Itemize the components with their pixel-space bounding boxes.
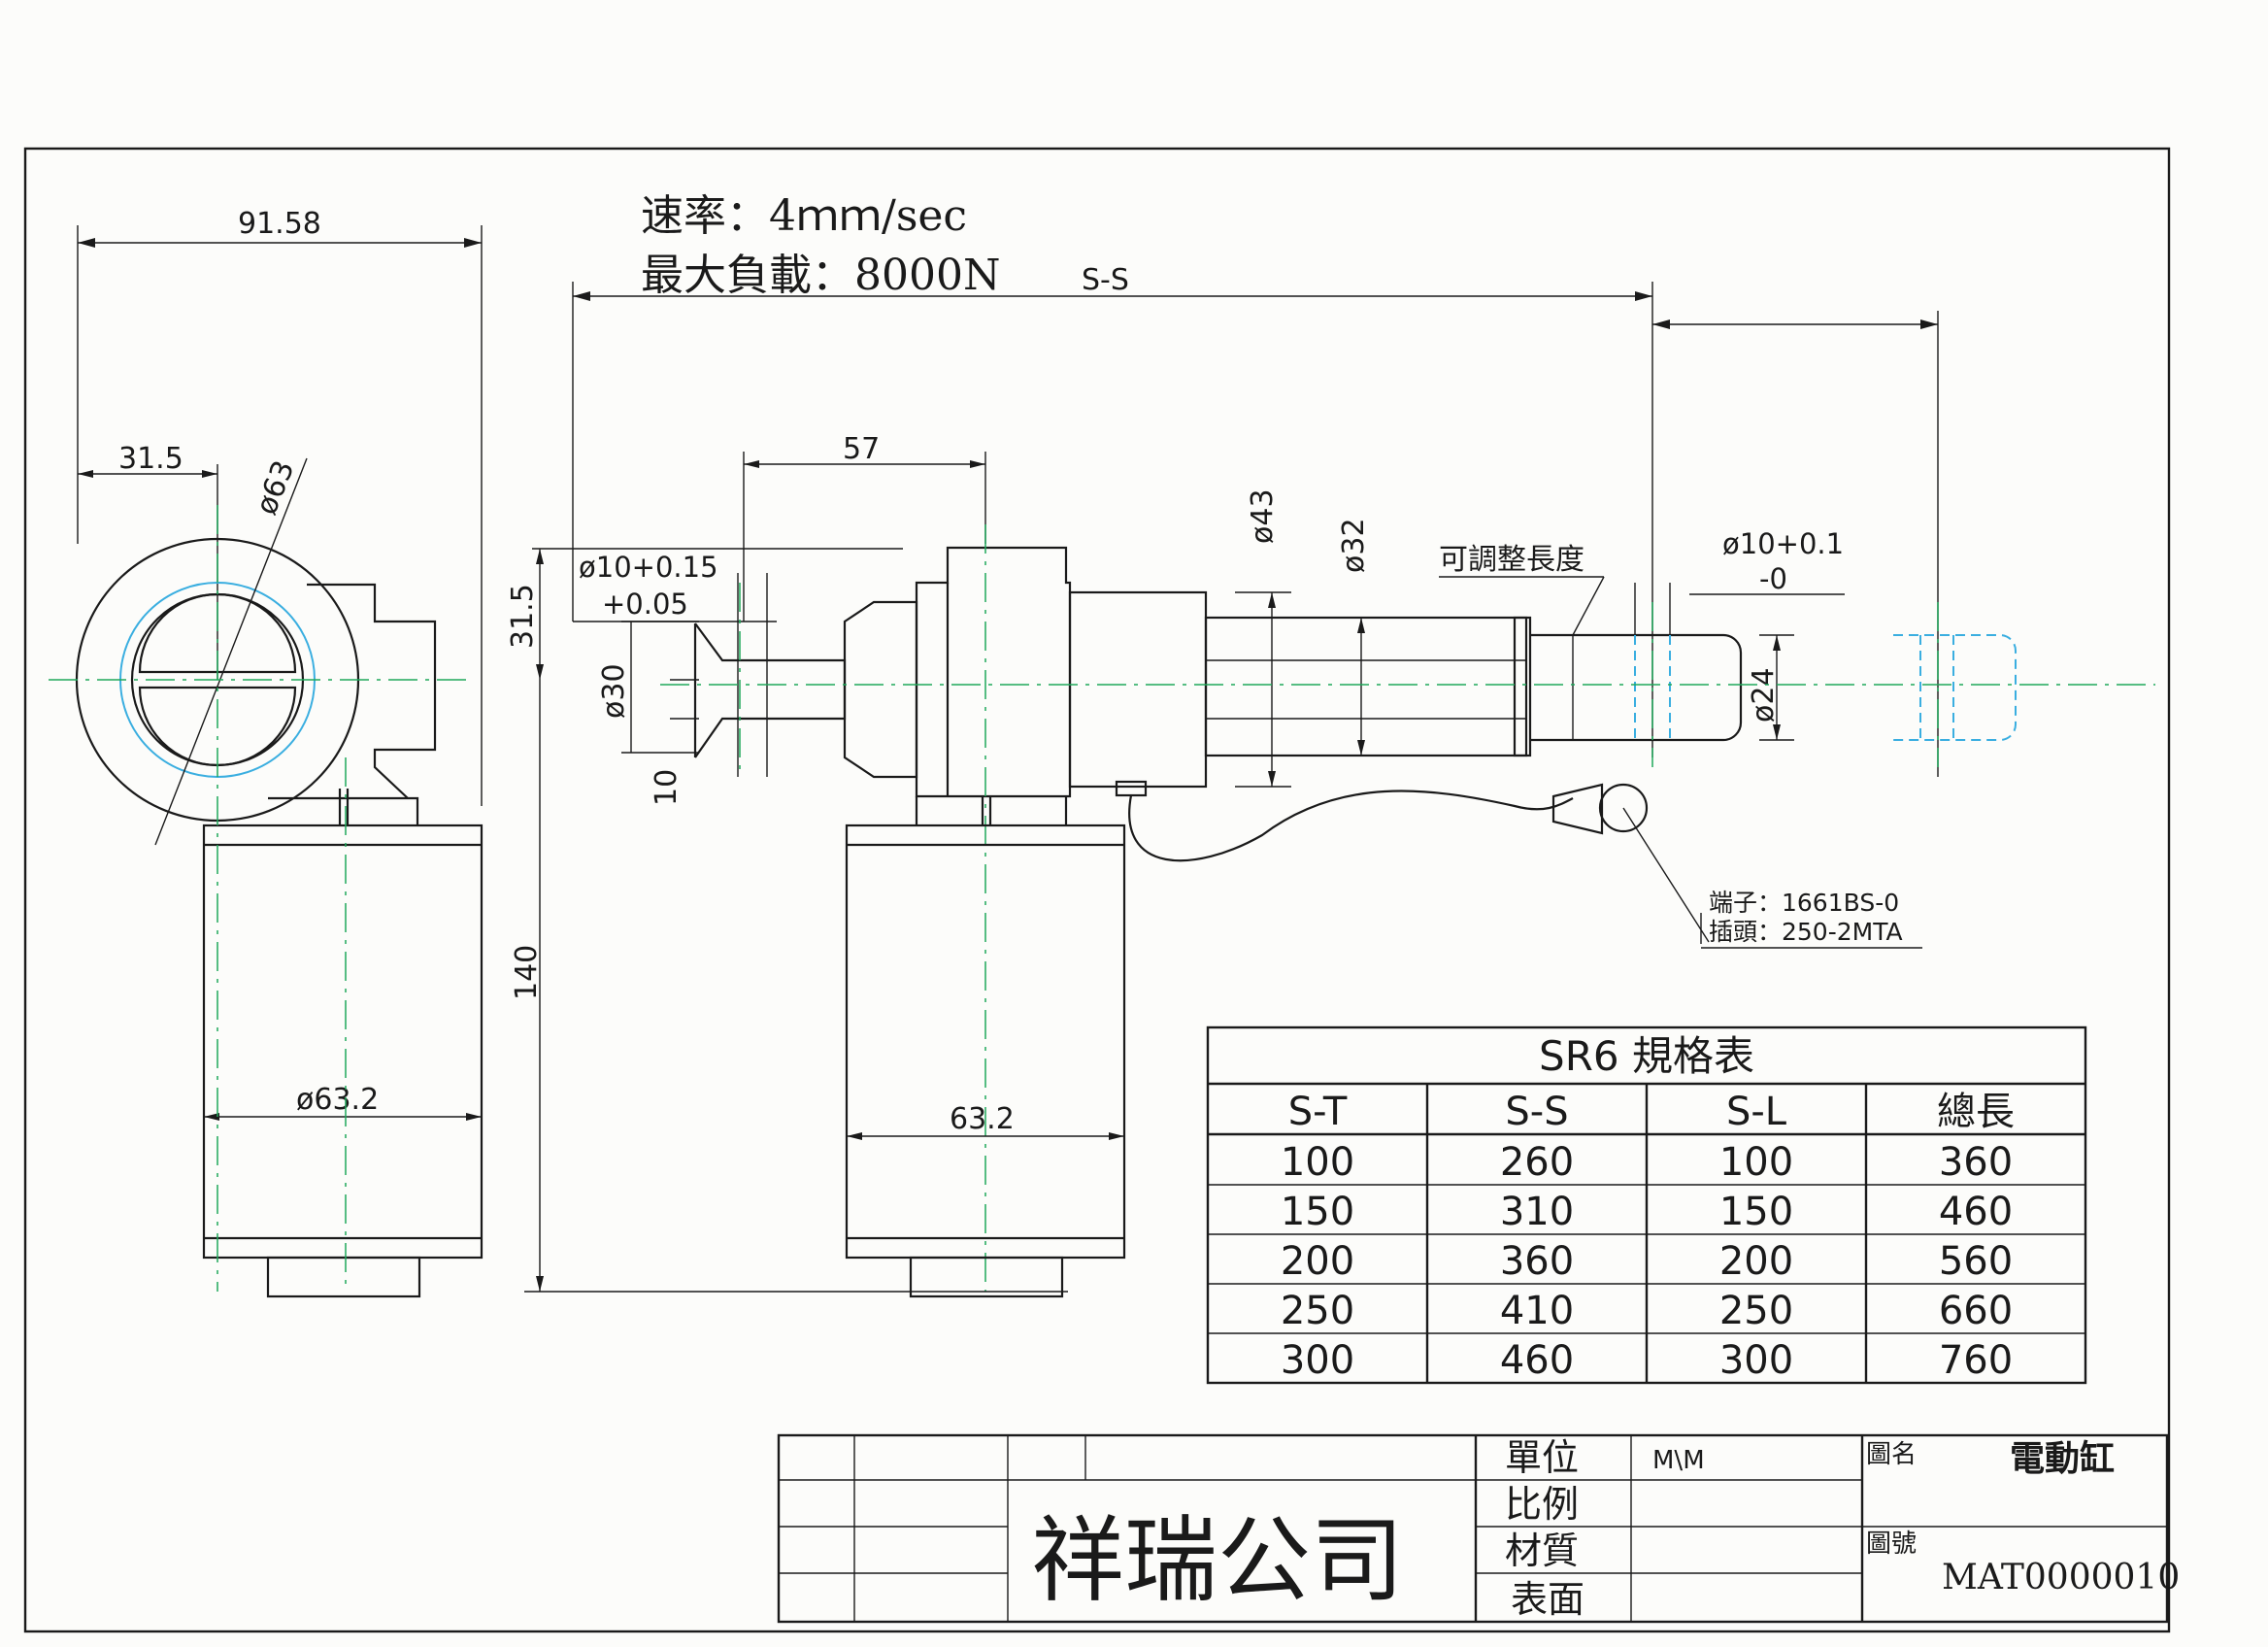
table-cell: 150 [1281,1190,1354,1234]
table-header-ss: S-S [1505,1090,1568,1134]
table-cell: 150 [1719,1190,1793,1234]
scale-label: 比例 [1505,1483,1579,1526]
table-cell: 760 [1939,1338,2013,1383]
dim-half-offset: 31.5 [118,442,183,476]
dim-10: 10 [650,769,684,806]
dim-dia-32: ø32 [1337,518,1371,573]
company-name: 祥瑞公司 [1031,1506,1404,1615]
table-cell: 200 [1719,1239,1793,1284]
drawing-name-label: 圖名 [1866,1440,1917,1469]
table-cell: 200 [1281,1239,1354,1284]
plug-label: 插頭：250-2MTA [1709,918,1903,946]
dim-31-5-side: 31.5 [506,584,540,649]
drawing-name-value: 電動缸 [2010,1438,2115,1479]
table-cell: 410 [1500,1289,1574,1333]
connector-plug [1551,783,1604,835]
dim-tol-lower: +0.05 [602,588,688,621]
table-cell: 460 [1939,1190,2013,1234]
inner-rod [1530,633,1743,742]
spec-table: SR6 規格表 S-T S-S S-L 總長 100 260 100 360 1… [1206,1025,2087,1385]
gearbox-housing [915,546,1072,798]
speed-note: 速率：4ｍｍ/sec [641,191,967,241]
table-header-sl: S-L [1726,1090,1787,1134]
drawing-number-value: MAT0000010 [1942,1558,2180,1597]
dim-dia-63: ø63 [250,455,302,520]
title-block: 祥瑞公司 單位 M\M 比例 材質 表面 圖名 電動缸 圖號 MAT000001… [777,1433,2180,1624]
material-label: 材質 [1505,1529,1579,1572]
motor-end-can [202,824,484,1260]
dim-57: 57 [843,432,880,466]
side-view: S-S 57 ø10+0.15 +0.05 31.5 ø30 [506,263,2155,1298]
table-cell: 660 [1939,1289,2013,1333]
table-cell: 100 [1719,1140,1793,1185]
end-view: 91.58 31.5 ø63 ø63.2 [49,207,484,1298]
table-cell: 260 [1500,1140,1574,1185]
table-header-total: 總長 [1937,1090,2015,1134]
table-cell: 360 [1939,1140,2013,1185]
table-title: SR6 規格表 [1539,1032,1754,1080]
extended-rod-ghost [1893,634,2017,741]
dim-tol-right-lower: -0 [1759,562,1787,595]
dim-dia-43: ø43 [1246,488,1280,544]
motor-cable [1128,790,1574,862]
terminal-label: 端子：1661BS-0 [1709,889,1899,917]
dim-dia-24: ø24 [1747,667,1781,723]
outer-tube [1068,590,1208,789]
unit-label: 單位 [1505,1436,1579,1479]
dim-140: 140 [510,945,544,1000]
surface-label: 表面 [1511,1578,1584,1621]
dim-dia-30: ø30 [597,663,631,719]
dim-tol-right-upper: ø10+0.1 [1722,527,1844,560]
table-cell: 310 [1500,1190,1574,1234]
table-cell: 100 [1281,1140,1354,1185]
dim-width-total: 91.58 [238,207,321,241]
table-cell: 250 [1281,1289,1354,1333]
adjustable-length-label: 可調整長度 [1439,543,1584,577]
table-cell: 300 [1719,1338,1793,1383]
table-cell: 460 [1500,1338,1574,1383]
drawing-number-label: 圖號 [1866,1529,1917,1559]
sheet-border [23,147,2171,1633]
table-header-st: S-T [1288,1090,1348,1134]
unit-value: M\M [1652,1446,1705,1475]
table-cell: 360 [1500,1239,1574,1284]
table-cell: 250 [1719,1289,1793,1333]
dim-stroke-ss: S-S [1082,263,1129,297]
table-cell: 560 [1939,1239,2013,1284]
front-clevis [694,622,847,758]
dim-dia-63-2: ø63.2 [296,1083,379,1117]
table-cell: 300 [1281,1338,1354,1383]
dim-motor-width: 63.2 [950,1102,1015,1136]
max-load-note: 最大負載：8000N [641,251,1000,300]
dim-tol-upper: ø10+0.15 [579,551,718,584]
